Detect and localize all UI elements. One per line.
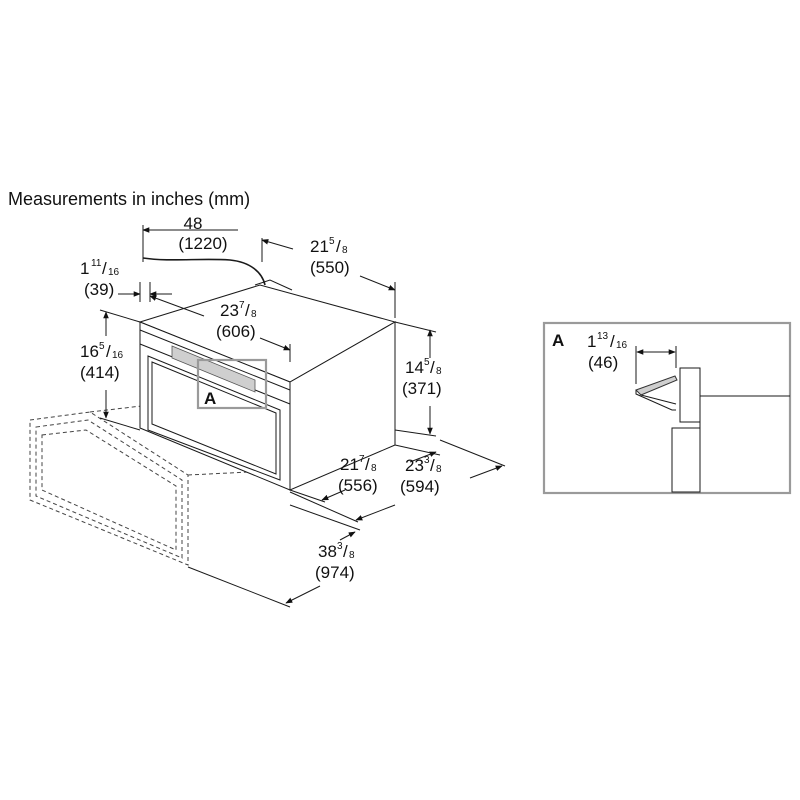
body-depth-mm: (556) xyxy=(338,476,378,495)
detail-gap-whole: 1 xyxy=(587,332,596,351)
detail-a-panel: A 1 13 / 16 (46) xyxy=(542,321,792,495)
dim-depth-total: 21 5 / 8 (550) xyxy=(261,236,396,318)
front-offset-whole: 1 xyxy=(80,259,89,278)
depth-total-num: 5 xyxy=(329,236,335,247)
front-height-mm: (414) xyxy=(80,363,120,382)
detail-gap-num: 13 xyxy=(597,331,609,342)
width-num: 7 xyxy=(239,300,245,311)
dim-width: 23 7 / 8 (606) xyxy=(149,295,291,362)
depth-total-slash: / xyxy=(336,237,341,256)
measurements-title: Measurements in inches (mm) xyxy=(8,189,250,209)
dim-drawer-width: 38 3 / 8 (974) xyxy=(187,504,361,608)
dim-front-offset: 1 11 / 16 (39) xyxy=(80,258,172,302)
body-depth-den: 8 xyxy=(371,463,377,474)
dim-body-depth: 21 7 / 8 (556) xyxy=(289,444,441,503)
body-height-mm: (371) xyxy=(402,379,442,398)
depth-total-den: 8 xyxy=(342,245,348,256)
overall-width-mm: (594) xyxy=(400,477,440,496)
front-offset-num: 11 xyxy=(91,258,102,269)
dim-front-height: 16 5 / 16 (414) xyxy=(80,309,141,431)
width-whole: 23 xyxy=(220,301,239,320)
front-offset-den: 16 xyxy=(108,267,120,278)
body-depth-whole: 21 xyxy=(340,455,359,474)
drawer-width-den: 8 xyxy=(349,550,355,561)
width-mm: (606) xyxy=(216,322,256,341)
drawer-width-num: 3 xyxy=(337,541,343,552)
overall-width-den: 8 xyxy=(436,464,442,475)
detail-gap-slash: / xyxy=(610,332,615,351)
width-slash: / xyxy=(245,301,250,320)
overall-width-whole: 23 xyxy=(405,456,424,475)
drawer-width-whole: 38 xyxy=(318,542,337,561)
front-offset-mm: (39) xyxy=(84,280,114,299)
depth-total-whole: 21 xyxy=(310,237,329,256)
detail-a-panel-label: A xyxy=(552,331,564,350)
power-cord xyxy=(142,257,266,286)
body-depth-num: 7 xyxy=(359,454,365,465)
dim-cord-length: 48 (1220) xyxy=(142,214,238,262)
detail-gap-den: 16 xyxy=(616,340,628,351)
drawer-width-mm: (974) xyxy=(315,563,355,582)
detail-a-marker-label: A xyxy=(204,389,216,408)
overall-width-slash: / xyxy=(430,456,435,475)
front-height-den: 16 xyxy=(112,350,124,361)
body-height-slash: / xyxy=(430,358,435,377)
dim-body-height: 14 5 / 8 (371) xyxy=(394,321,442,437)
cord-length-inch: 48 xyxy=(184,214,203,233)
depth-total-mm: (550) xyxy=(310,258,350,277)
drawer-width-slash: / xyxy=(343,542,348,561)
detail-a-marker-box xyxy=(196,358,268,410)
body-height-num: 5 xyxy=(424,357,430,368)
body-depth-slash: / xyxy=(365,455,370,474)
overall-width-num: 3 xyxy=(424,455,430,466)
front-offset-slash: / xyxy=(102,259,107,278)
body-height-den: 8 xyxy=(436,366,442,377)
width-den: 8 xyxy=(251,309,257,320)
front-height-num: 5 xyxy=(99,341,105,352)
oven-body xyxy=(138,279,397,491)
dim-overall-width: 23 3 / 8 (594) xyxy=(289,439,506,523)
detail-gap-mm: (46) xyxy=(588,353,618,372)
body-height-whole: 14 xyxy=(405,358,424,377)
front-height-whole: 16 xyxy=(80,342,99,361)
cord-length-mm: (1220) xyxy=(178,234,227,253)
front-height-slash: / xyxy=(106,342,111,361)
